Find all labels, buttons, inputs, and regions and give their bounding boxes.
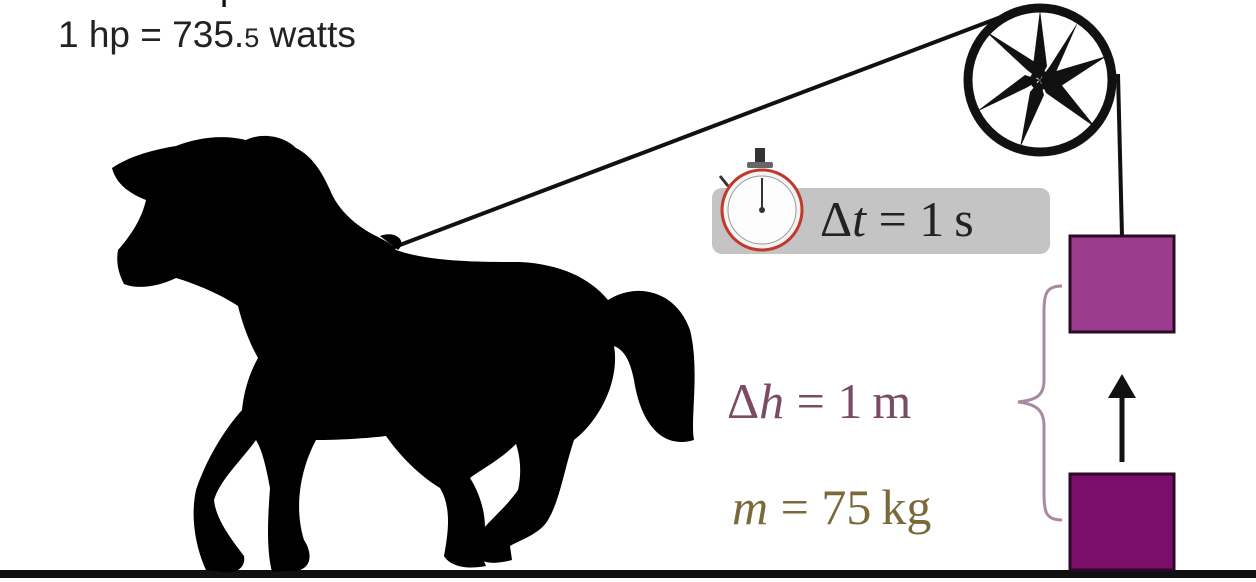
horse-silhouette-icon bbox=[112, 135, 695, 573]
ground-line bbox=[0, 570, 1256, 578]
up-arrow-icon bbox=[1108, 374, 1136, 462]
delta-t-symbol: Δ bbox=[820, 191, 853, 247]
delta-h-unit: m bbox=[872, 373, 912, 429]
formula-decimal: 5 bbox=[244, 23, 260, 53]
header-title-partial: Horse power bbox=[108, 0, 323, 9]
delta-h-label: Δh = 1 m bbox=[727, 372, 911, 430]
delta-t-value: 1 bbox=[919, 191, 945, 247]
rope-horse-to-pulley bbox=[391, 4, 1031, 250]
upper-mass-block bbox=[1068, 234, 1176, 334]
pulley-icon bbox=[963, 3, 1117, 157]
mass-unit: kg bbox=[881, 479, 932, 535]
mass-eq: = bbox=[768, 479, 822, 535]
delta-t-label: Δt = 1 s bbox=[712, 188, 1050, 254]
delta-h-var: h bbox=[759, 373, 785, 429]
delta-h-eq: = bbox=[784, 373, 838, 429]
lower-mass-block bbox=[1068, 472, 1176, 572]
mass-var: m bbox=[732, 479, 769, 535]
formula-prefix: 1 hp = 735. bbox=[58, 14, 245, 55]
delta-h-value: 1 bbox=[837, 373, 863, 429]
delta-t-unit: s bbox=[954, 191, 974, 247]
rope-pulley-to-block bbox=[1116, 73, 1124, 237]
mass-label: m = 75 kg bbox=[732, 478, 931, 536]
brace-icon bbox=[1017, 284, 1063, 522]
delta-t-text: Δt = 1 s bbox=[820, 190, 974, 248]
delta-t-eq: = bbox=[866, 191, 920, 247]
formula-unit: watts bbox=[259, 14, 356, 55]
delta-t-var: t bbox=[852, 191, 867, 247]
horsepower-formula: 1 hp = 735.5 watts bbox=[58, 14, 356, 56]
delta-h-symbol: Δ bbox=[727, 373, 760, 429]
stopwatch-icon bbox=[718, 148, 804, 252]
mass-value: 75 bbox=[821, 479, 872, 535]
